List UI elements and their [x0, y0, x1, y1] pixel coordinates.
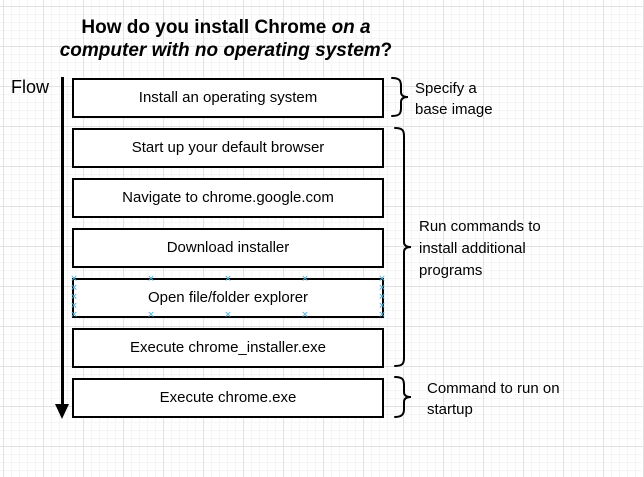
annotation-startup[interactable]: Command to run on startup [427, 380, 560, 418]
selection-handle[interactable]: ✕ [70, 283, 78, 294]
flow-step-label: Navigate to chrome.google.com [122, 189, 334, 206]
flow-step-box[interactable]: Start up your default browser [72, 128, 384, 168]
selection-handle[interactable]: ✕ [70, 292, 78, 303]
curly-brace-base-image[interactable] [390, 77, 410, 119]
flow-step-label: Download installer [166, 239, 290, 256]
selection-handle[interactable]: ✕ [378, 292, 386, 303]
flow-arrow-shaft[interactable] [61, 77, 64, 407]
curly-brace-startup[interactable] [393, 376, 413, 420]
selection-handle[interactable]: ✕ [378, 274, 386, 285]
flow-step-label: Execute chrome.exe [159, 389, 297, 406]
diagram-title[interactable]: How do you install Chrome on a computer … [20, 16, 432, 62]
flow-step-label: Install an operating system [138, 89, 318, 106]
curly-brace-install-programs[interactable] [393, 127, 413, 369]
selection-handle[interactable]: ✕ [301, 310, 309, 321]
selection-handle[interactable]: ✕ [224, 310, 232, 321]
flow-step-box[interactable]: Download installer [72, 228, 384, 268]
flow-step-label: Start up your default browser [131, 139, 325, 156]
selection-handle[interactable]: ✕ [70, 274, 78, 285]
annotation-base-image[interactable]: Specify a base image [415, 80, 493, 118]
selection-handle[interactable]: ✕ [147, 310, 155, 321]
selection-handle[interactable]: ✕ [378, 310, 386, 321]
selection-handle[interactable]: ✕ [378, 283, 386, 294]
flow-step-box[interactable]: Execute chrome.exe [72, 378, 384, 418]
selection-handle[interactable]: ✕ [70, 301, 78, 312]
selection-handle[interactable]: ✕ [378, 301, 386, 312]
flow-label[interactable]: Flow [11, 77, 50, 97]
flow-step-box-selected[interactable]: Open file/folder explorer✕✕✕✕✕✕✕✕✕✕✕✕✕✕✕… [70, 274, 386, 321]
selection-handle[interactable]: ✕ [70, 310, 78, 321]
diagram-title-line2: computer with no operating system? [59, 40, 393, 61]
selection-handle[interactable]: ✕ [301, 274, 309, 285]
flow-step-label: Open file/folder explorer [147, 289, 309, 306]
annotation-install-programs[interactable]: Run commands to install additional progr… [419, 218, 541, 279]
flow-arrow-down-icon [55, 404, 69, 419]
selection-handle[interactable]: ✕ [224, 274, 232, 285]
flow-step-box[interactable]: Navigate to chrome.google.com [72, 178, 384, 218]
diagram-title-line1: How do you install Chrome on a [81, 17, 371, 38]
flow-step-box[interactable]: Install an operating system [72, 78, 384, 118]
selection-handle[interactable]: ✕ [147, 274, 155, 285]
flow-step-box[interactable]: Execute chrome_installer.exe [72, 328, 384, 368]
flow-step-label: Execute chrome_installer.exe [130, 339, 326, 356]
